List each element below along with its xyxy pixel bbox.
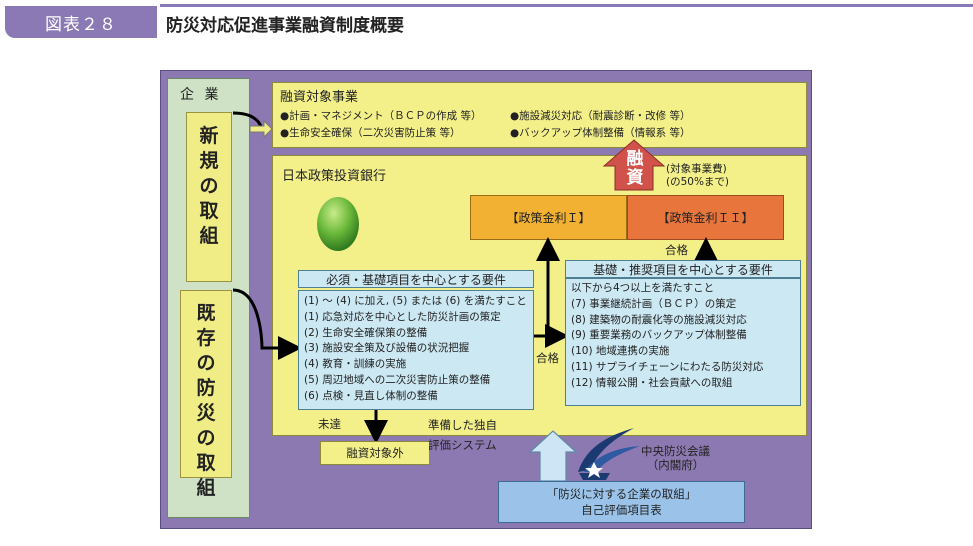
policy-rate-2-box: 【政策金利ＩＩ】 — [627, 195, 784, 240]
self-evaluation-box: 「防災に対する企業の取組」 自己評価項目表 — [498, 481, 745, 523]
dbj-logo-icon — [317, 197, 359, 251]
recommended-requirements-box — [565, 278, 801, 406]
evaluation-up-arrow — [528, 430, 578, 482]
recommended-requirements-title: 基礎・推奨項目を中心とする要件 — [565, 260, 801, 278]
company-label: 企 業 — [180, 87, 222, 103]
evaluation-system-label: 準備した独自 評価システム — [428, 418, 497, 452]
required-requirements-title: 必須・基礎項目を中心とする要件 — [298, 270, 534, 288]
required-requirements-list: (1) ～ (4) に加え, (5) または (6) を満たすこと (1) 応急… — [304, 295, 527, 402]
target-projects-title: 融資対象事業 — [280, 90, 359, 105]
target-item: ●施設減災対応（耐震診断・改修 等） — [510, 110, 691, 122]
figure-title: 防災対応促進事業融資制度概要 — [166, 16, 404, 36]
required-to-rate1-arrow — [534, 237, 560, 338]
pass-label: 合格 — [536, 351, 559, 365]
loan-label: 融 資 — [626, 149, 644, 188]
required-requirements-box — [298, 290, 534, 410]
new-to-target-arrow — [249, 119, 273, 139]
existing-efforts-bar — [180, 290, 232, 478]
central-disaster-council-label: 中央防災会議 （内閣府） — [641, 444, 710, 472]
council-logo-icon — [578, 428, 640, 480]
dbj-label: 日本政策投資銀行 — [282, 169, 387, 184]
subsidy-note: (対象事業費) (の50%まで) — [666, 163, 730, 188]
new-efforts-bar — [186, 112, 232, 282]
policy-rate-1-box: 【政策金利Ｉ】 — [470, 195, 627, 240]
new-efforts-label: 新 規 の 取 組 — [199, 125, 219, 247]
target-item: ●生命安全確保（二次災害防止策 等） — [280, 127, 461, 139]
target-projects-box — [272, 82, 807, 148]
rate2-pass-label: 合格 — [665, 243, 688, 257]
fail-label: 未達 — [318, 417, 341, 431]
target-item: ●計画・マネジメント（ＢＣＰの作成 等） — [280, 110, 482, 122]
recommended-requirements-list: 以下から4つ以上を満たすこと (7) 事業継続計画（ＢＣＰ）の策定 (8) 建築… — [571, 282, 764, 389]
target-item: ●バックアップ体制整備（情報系 等） — [510, 127, 691, 139]
existing-to-required-arrow — [232, 288, 302, 360]
header-rule — [160, 4, 973, 7]
existing-efforts-label: 既 存 の 防 災 の 取 組 — [196, 302, 216, 499]
figure-number-badge: 図表２８ — [5, 6, 157, 38]
loan-arrow — [602, 139, 666, 191]
not-loan-target-box: 融資対象外 — [320, 441, 430, 465]
